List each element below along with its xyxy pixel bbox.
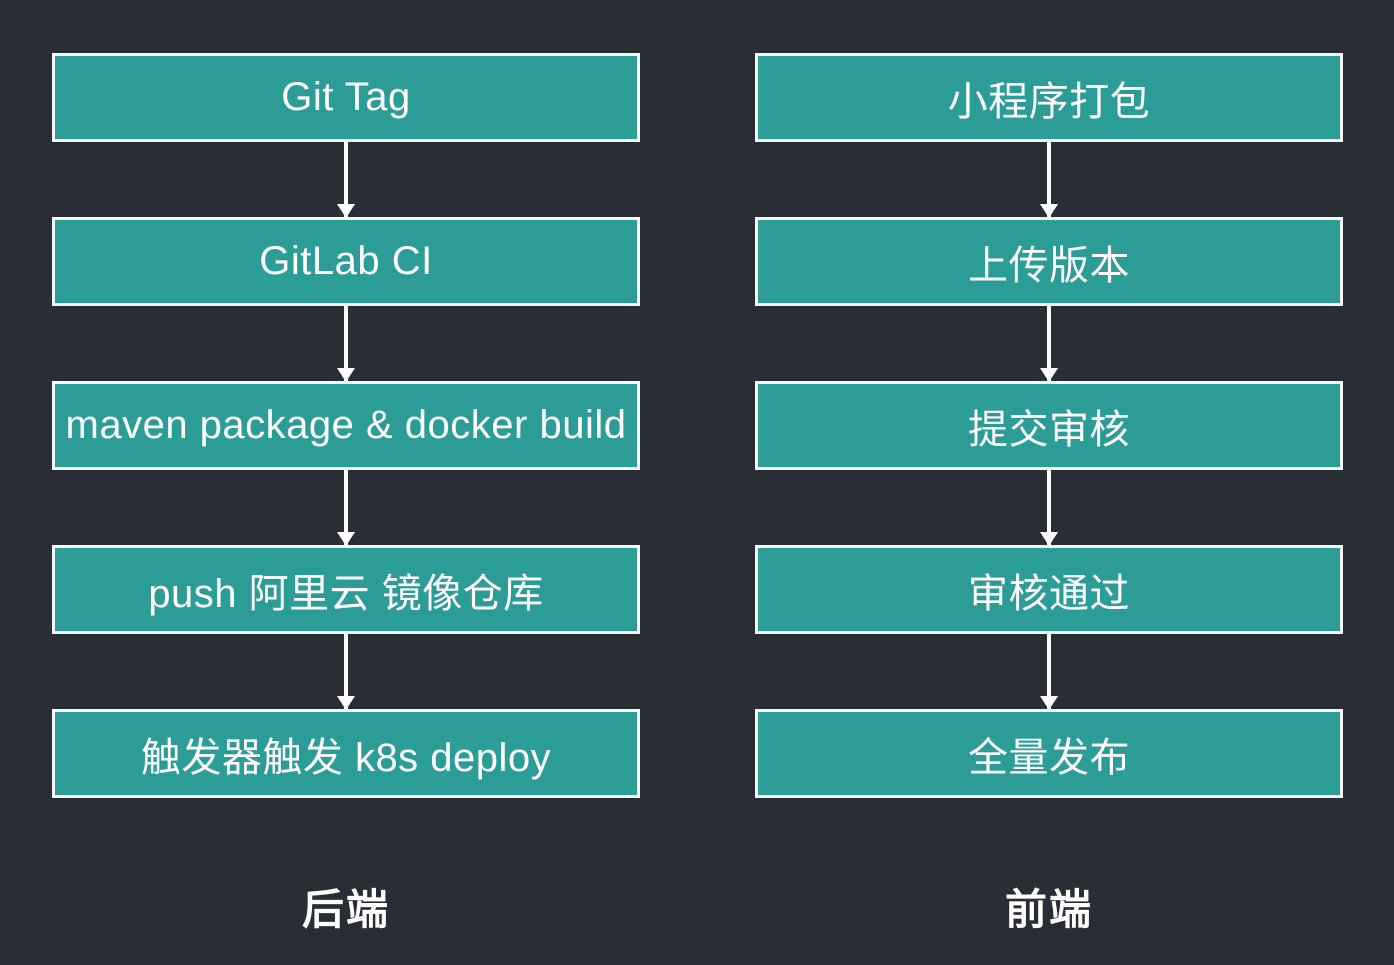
flow-arrow-down-icon	[1047, 306, 1051, 381]
flow-node-full-release: 全量发布	[755, 709, 1343, 798]
frontend-flow-column: 小程序打包 上传版本 提交审核 审核通过 全量发布 前端	[755, 53, 1343, 965]
flow-node-gitlab-ci: GitLab CI	[52, 217, 640, 306]
flow-node-submit-review: 提交审核	[755, 381, 1343, 470]
flow-arrow-down-icon	[1047, 142, 1051, 217]
flow-node-upload-version: 上传版本	[755, 217, 1343, 306]
flow-node-git-tag: Git Tag	[52, 53, 640, 142]
flow-node-maven-docker-build: maven package & docker build	[52, 381, 640, 470]
flow-node-trigger-k8s-deploy: 触发器触发 k8s deploy	[52, 709, 640, 798]
flow-node-push-aliyun-registry: push 阿里云 镜像仓库	[52, 545, 640, 634]
flow-arrow-down-icon	[1047, 634, 1051, 709]
column-label-backend: 后端	[301, 886, 390, 933]
flow-node-miniprogram-package: 小程序打包	[755, 53, 1343, 142]
flow-arrow-down-icon	[344, 470, 348, 545]
flow-arrow-down-icon	[344, 142, 348, 217]
column-label-frontend: 前端	[1004, 886, 1093, 933]
backend-flow-column: Git Tag GitLab CI maven package & docker…	[52, 53, 640, 965]
flow-arrow-down-icon	[1047, 470, 1051, 545]
flow-arrow-down-icon	[344, 634, 348, 709]
flow-arrow-down-icon	[344, 306, 348, 381]
flow-node-review-passed: 审核通过	[755, 545, 1343, 634]
